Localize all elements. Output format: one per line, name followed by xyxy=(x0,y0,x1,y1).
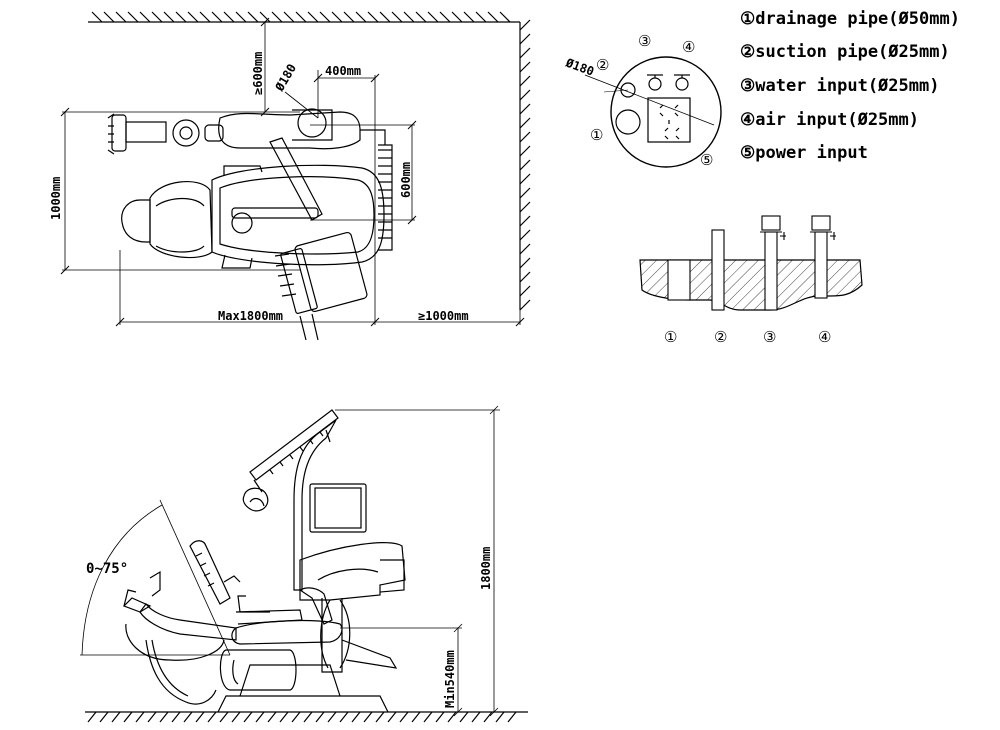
section-label-2: ② xyxy=(714,328,727,346)
suction-pipe-section xyxy=(711,229,725,311)
suction-pipe-hole xyxy=(620,82,636,98)
dim-min-seat: Min540mm xyxy=(443,650,457,708)
water-input-valve xyxy=(647,74,663,91)
callout-1: ① xyxy=(590,126,603,144)
power-socket xyxy=(647,97,691,143)
floor-box-diameter-label: Ø180 xyxy=(563,55,596,78)
dim-600: 600mm xyxy=(399,162,413,198)
legend-item-suction: ②suction pipe(Ø25mm) xyxy=(740,42,950,62)
air-input-valve xyxy=(674,74,690,91)
top-view: ≥600mm Ø180 400mm 1000mm 600mm Max1800mm… xyxy=(49,11,531,341)
room-wall xyxy=(88,11,531,311)
callout-2: ② xyxy=(596,56,609,74)
dim-height: 1800mm xyxy=(479,547,493,590)
legend: ①drainage pipe(Ø50mm) ②suction pipe(Ø25m… xyxy=(740,9,960,163)
dim-max-length: Max1800mm xyxy=(218,309,283,323)
dim-400: 400mm xyxy=(325,64,361,78)
backrest-angle-dimension xyxy=(80,499,231,656)
dim-clearance-top: ≥600mm xyxy=(251,52,265,95)
legend-item-power: ⑤power input xyxy=(740,143,868,163)
top-view-dimension-ticks xyxy=(60,17,525,327)
section-label-3: ③ xyxy=(763,328,776,346)
floor-section-view: ① ② ③ ④ xyxy=(639,215,863,346)
legend-item-air: ④air input(Ø25mm) xyxy=(740,110,919,130)
water-pipe-section xyxy=(760,215,786,311)
leader-2 xyxy=(603,89,629,93)
floor-box-diameter-line xyxy=(584,74,715,126)
air-pipe-section xyxy=(810,215,836,299)
dim-box-diameter: Ø180 xyxy=(272,61,299,94)
floor-box-outline xyxy=(610,56,722,168)
drainage-pipe-hole xyxy=(615,109,641,135)
floor-box-detail: Ø180 ① ② ③ ④ ⑤ xyxy=(563,32,722,169)
height-dimension-lines xyxy=(335,405,500,717)
dental-chair-plan xyxy=(107,108,393,341)
drainage-hole-section xyxy=(667,259,691,301)
dim-angle: 0~75° xyxy=(86,561,128,577)
legend-item-water: ③water input(Ø25mm) xyxy=(740,76,939,96)
dental-chair-side xyxy=(122,409,406,713)
section-label-4: ④ xyxy=(818,328,831,346)
callout-4: ④ xyxy=(682,38,695,56)
floor-line xyxy=(85,711,528,723)
dim-clearance-right: ≥1000mm xyxy=(418,309,469,323)
callout-3: ③ xyxy=(638,32,651,50)
callout-5: ⑤ xyxy=(700,151,713,169)
section-label-1: ① xyxy=(664,328,677,346)
side-view: 0~75° 1800mm Min540mm xyxy=(80,405,528,723)
legend-item-drainage: ①drainage pipe(Ø50mm) xyxy=(740,9,960,29)
dim-1000: 1000mm xyxy=(49,177,63,220)
